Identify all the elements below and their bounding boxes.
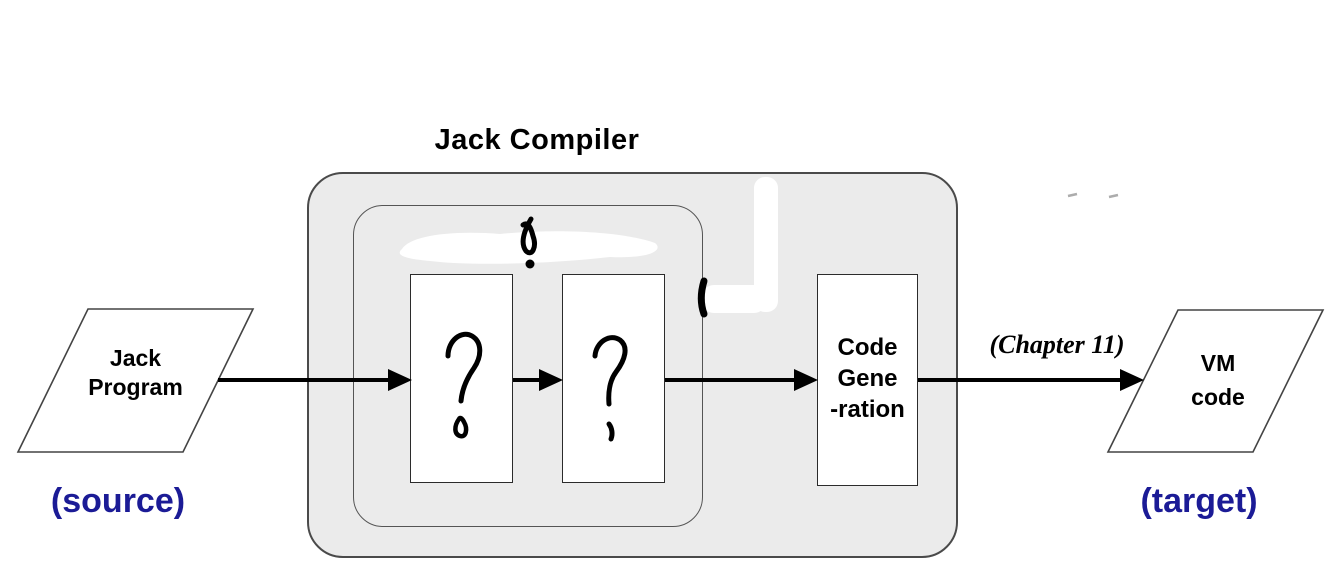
- source-shape-label: Jack Program: [48, 344, 223, 402]
- faint-smudge-2: [1108, 193, 1119, 199]
- source-caption: (source): [50, 482, 186, 520]
- mystery-stage-box-1: [410, 274, 513, 483]
- source-label-line2: Program: [88, 374, 183, 400]
- target-parallelogram: [1106, 309, 1325, 453]
- chapter-arrow-label: (Chapter 11): [989, 330, 1125, 359]
- white-out-band: [399, 231, 658, 264]
- white-out-horizontal: [702, 285, 766, 313]
- target-caption: (target): [1140, 482, 1258, 520]
- arrow-stage2-to-codegen: [665, 369, 818, 391]
- arrow-source-to-stage1: [218, 369, 412, 391]
- source-parallelogram: [16, 308, 255, 453]
- handwritten-exclamation-icon: [520, 216, 537, 269]
- codegen-label: Code Gene -ration: [817, 332, 918, 425]
- target-label-line2: code: [1191, 384, 1245, 410]
- target-label-line1: VM: [1200, 350, 1236, 376]
- target-shape-label: VM code: [1153, 346, 1283, 414]
- handwritten-question-mark-1: [445, 331, 483, 439]
- pen-tick-mark: [697, 277, 708, 318]
- handwritten-question-mark-2: [592, 335, 628, 442]
- codegen-line3: -ration: [830, 396, 905, 423]
- faint-smudge-1: [1067, 192, 1078, 198]
- arrow-codegen-to-target: [918, 369, 1144, 391]
- white-out-vertical: [754, 177, 778, 312]
- arrow-stage1-to-stage2: [513, 369, 563, 391]
- codegen-line2: Gene: [837, 365, 898, 392]
- source-label-line1: Jack: [109, 345, 162, 371]
- diagram-title: Jack Compiler: [434, 124, 640, 156]
- codegen-line1: Code: [837, 334, 898, 361]
